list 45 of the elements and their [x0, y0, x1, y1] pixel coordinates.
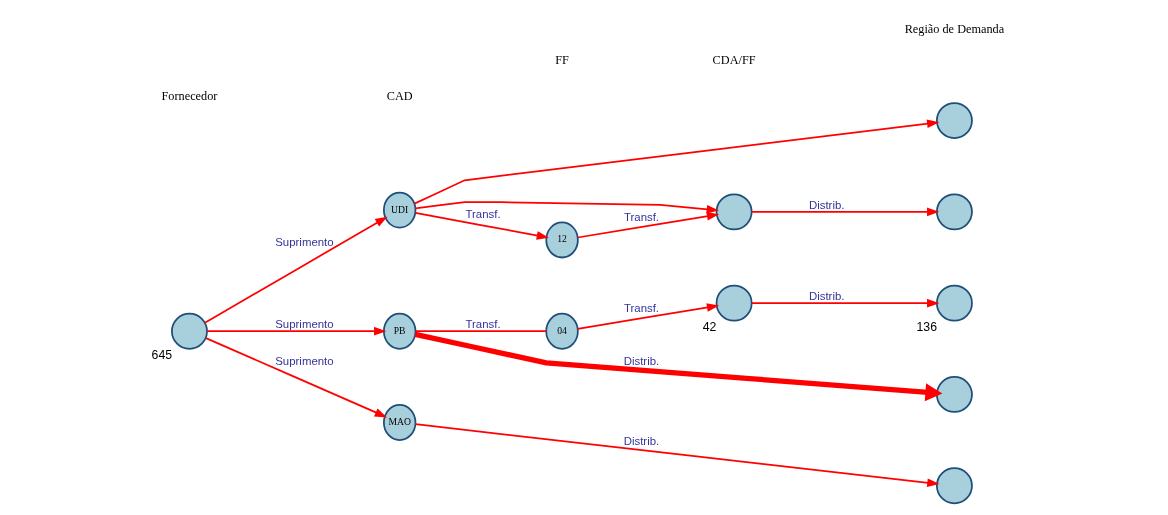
label: Região de Demanda: [904, 21, 1005, 36]
edge-label: Distrib.: [808, 198, 845, 211]
arrow: [206, 326, 387, 336]
arrow: [750, 207, 940, 217]
arrow: [414, 201, 719, 214]
node-label: 136: [916, 319, 937, 334]
connector: [414, 330, 548, 333]
edge-label: Distrib.: [808, 289, 845, 302]
arrow: [576, 211, 720, 239]
label: Fornecedor: [161, 89, 218, 104]
node-circle: [171, 312, 208, 350]
node-circle: [936, 193, 973, 231]
edge-label: Transf.: [623, 210, 660, 223]
label: CDA/FF: [712, 53, 756, 68]
node-circle: PB: [383, 312, 417, 350]
node-circle: [936, 467, 973, 505]
edge-label: Suprimento: [275, 318, 334, 331]
label: CAD: [386, 89, 413, 104]
arrow: [413, 119, 940, 205]
edge-label: Suprimento: [275, 354, 334, 367]
node-circle: [936, 284, 973, 322]
edge-label: Transf.: [465, 318, 501, 331]
arrow: [414, 423, 940, 487]
node-circle: [715, 284, 753, 322]
edge-label: Distrib.: [623, 354, 660, 367]
arrow: [414, 212, 549, 240]
node-label: 42: [702, 319, 717, 334]
node-label: 645: [151, 347, 173, 362]
arrow: [414, 331, 943, 402]
node-circle: 12: [545, 221, 579, 259]
edge-label: Suprimento: [275, 235, 334, 248]
node-circle: [715, 193, 753, 231]
node-circle: MAO: [383, 404, 417, 441]
node-circle: [936, 376, 973, 413]
node-circle: UDI: [383, 191, 417, 229]
arrow: [750, 298, 940, 308]
arrow: [205, 337, 388, 418]
label: FF: [555, 53, 569, 68]
arrow: [204, 216, 388, 324]
arrow: [576, 303, 720, 330]
node-circle: 04: [545, 312, 579, 350]
edge-label: Transf.: [623, 302, 660, 315]
node-circle: [936, 102, 973, 139]
edge-label: Transf.: [465, 208, 501, 221]
edge-label: Distrib.: [623, 434, 660, 447]
